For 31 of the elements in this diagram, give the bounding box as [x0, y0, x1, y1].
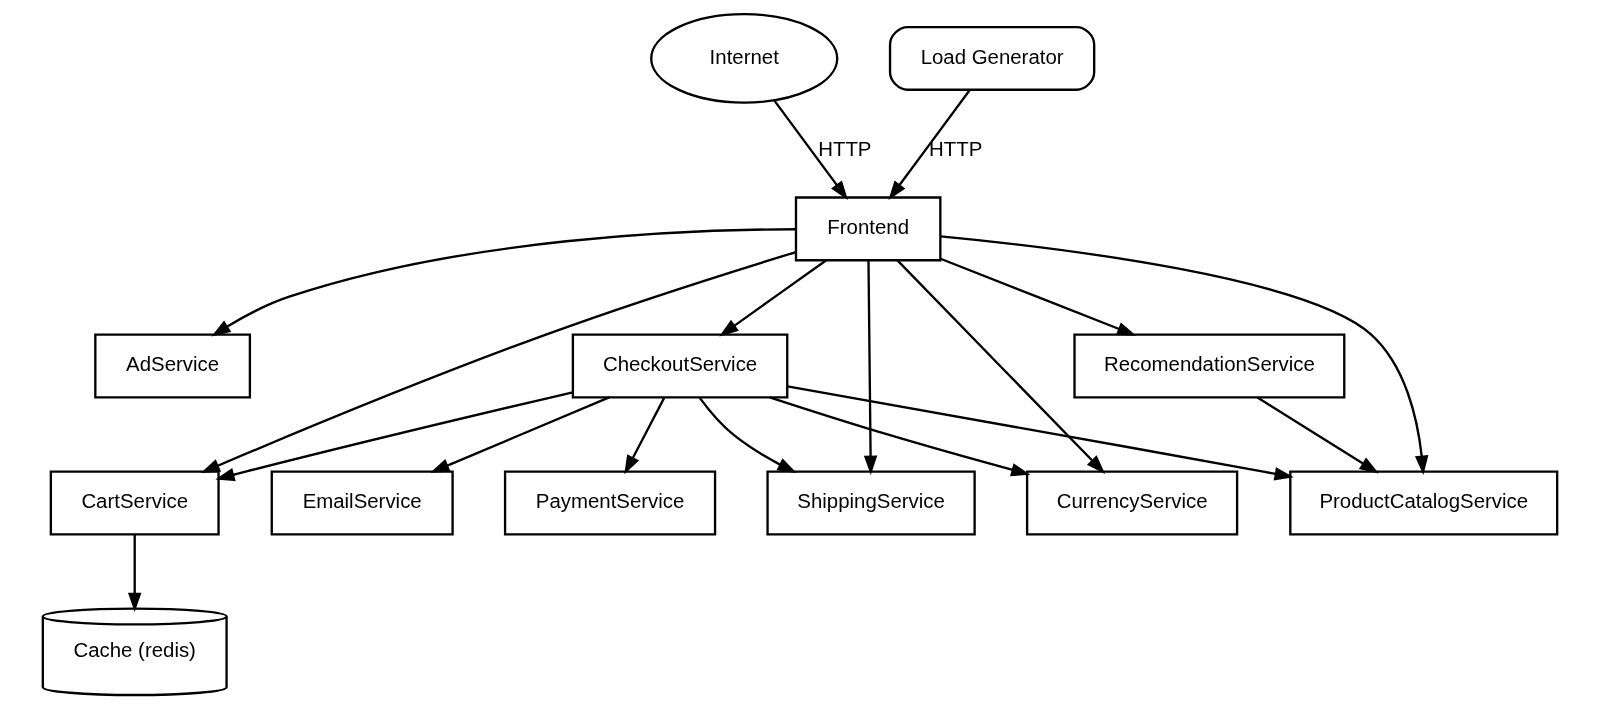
arrow	[211, 228, 796, 337]
arrow	[430, 396, 610, 473]
arrow	[773, 99, 848, 201]
arrow	[769, 396, 1031, 477]
arrow	[863, 260, 878, 475]
node-box: ProductCatalogService	[1289, 470, 1559, 536]
arrow	[1256, 396, 1379, 474]
arrow	[719, 259, 827, 337]
arrow	[940, 257, 1137, 336]
arrow	[940, 235, 1429, 475]
node-box: RecomendationService	[1073, 333, 1346, 399]
node-box: AdService	[94, 333, 252, 399]
node-box: CartService	[49, 470, 220, 536]
arrow	[200, 250, 797, 474]
node-box: EmailService	[270, 470, 454, 536]
arrow	[888, 89, 971, 200]
node-box: ShippingService	[766, 470, 976, 536]
edge-label: HTTP	[818, 137, 872, 160]
arrow	[787, 385, 1294, 481]
node-box: Frontend	[794, 196, 942, 262]
node-ellipse: Internet	[650, 13, 839, 104]
edge-label: HTTP	[929, 137, 983, 160]
node-box: CurrencyService	[1025, 470, 1239, 536]
arrow	[896, 259, 1106, 474]
arrow	[215, 391, 573, 482]
arrow	[127, 534, 142, 613]
arrow	[698, 396, 797, 473]
node-box: PaymentService	[503, 470, 717, 536]
node-box: CheckoutService	[571, 333, 789, 399]
arrow	[624, 397, 666, 475]
node-box: Load Generator	[888, 25, 1096, 91]
